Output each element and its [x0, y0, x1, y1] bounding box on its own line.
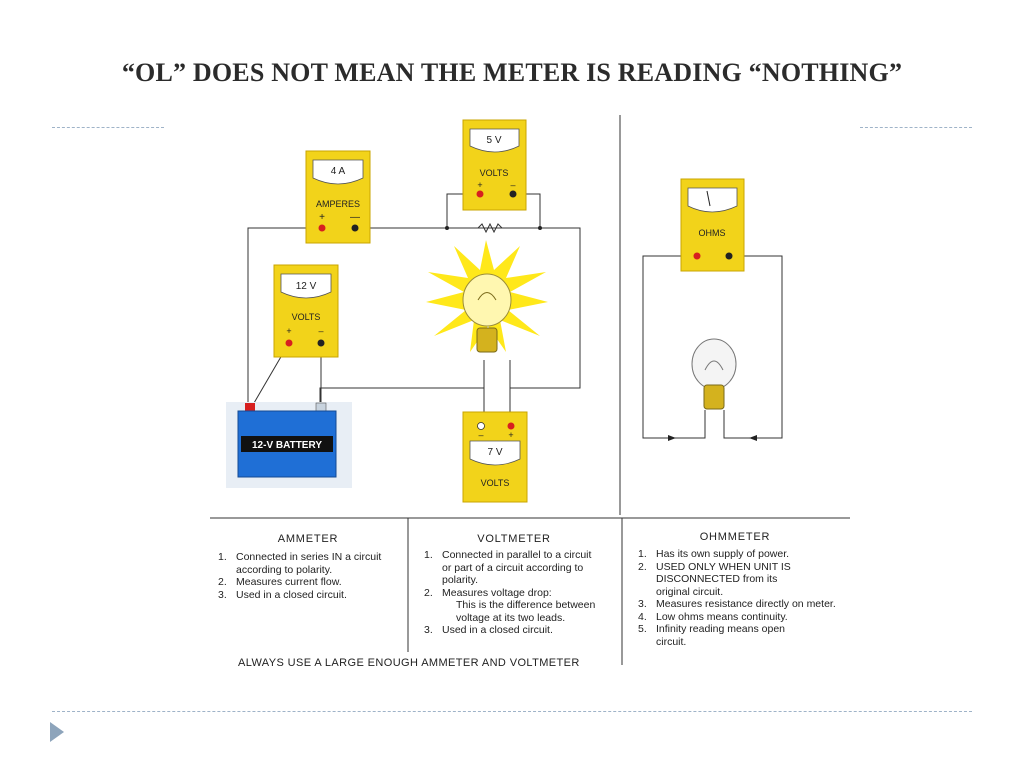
ohmmeter-negative-terminal [725, 252, 733, 260]
battery-label: 12-V BATTERY [252, 440, 322, 451]
battery-negative-post [315, 402, 327, 412]
table-rules [210, 517, 850, 665]
list-item-number: 3. [638, 598, 647, 610]
voltmeter-bottom-plus-label: + [508, 430, 513, 440]
voltmeter-battery-positive-terminal [285, 339, 293, 347]
list-item-number: 3. [218, 588, 227, 601]
ohmmeter-needle [706, 190, 711, 207]
ammeter-plus-label: + [319, 212, 325, 223]
voltmeter-battery-meter: 12 V VOLTS + – [273, 264, 339, 358]
list-item-line: Low ohms means continuity. [656, 610, 788, 623]
voltmeter-bottom-positive-terminal [507, 422, 515, 430]
battery: 12-V BATTERY [226, 402, 352, 488]
voltmeter-top-plus-label: + [477, 180, 482, 190]
ammeter-negative-terminal [351, 224, 359, 232]
voltmeter-top-positive-terminal [476, 190, 484, 198]
ammeter-meter: 4 A AMPERES + — [305, 150, 371, 244]
voltmeter-top-reading: 5 V [486, 135, 501, 146]
ohmmeter-label: OHMS [699, 228, 726, 238]
voltmeter-top-negative-terminal [509, 190, 517, 198]
voltmeter-battery-plus-label: + [286, 326, 291, 336]
slide-bullet-arrow-icon [50, 722, 64, 742]
ammeter-list-item: 2. Measures current flow. [218, 576, 403, 589]
list-item-subline: This is the difference between [456, 599, 596, 611]
list-item-line: circuit. [656, 635, 687, 648]
voltmeter-bottom-reading: 7 V [487, 447, 502, 458]
list-item-line: Used in a closed circuit. [236, 588, 347, 601]
list-item-line: polarity. [442, 574, 478, 586]
unlit-bulb-icon [691, 338, 737, 410]
voltmeter-heading: VOLTMETER [477, 533, 551, 545]
ohmmeter-positive-terminal [693, 252, 701, 260]
glowing-bulb-icon [426, 240, 548, 353]
ohmmeter-list-item: 1. Has its own supply of power. [638, 548, 858, 561]
voltmeter-battery-minus-label: – [318, 326, 323, 336]
list-item-line: Infinity reading means open [656, 623, 785, 635]
ohmmeter-heading: OHMMETER [699, 531, 771, 543]
voltmeter-battery-negative-terminal [317, 339, 325, 347]
voltmeter-bottom-negative-terminal [477, 422, 485, 430]
resistor-symbol [477, 222, 503, 234]
list-item-line: according to polarity. [236, 563, 333, 576]
footer-divider [52, 711, 972, 712]
list-item-line: Measures current flow. [236, 576, 342, 588]
list-item-line: original circuit. [656, 585, 724, 598]
ammeter-minus-label: — [350, 212, 360, 223]
list-item-subline: voltage at its two leads. [456, 611, 566, 624]
list-item-number: 2. [424, 586, 433, 599]
ohmmeter-wire-arrows [668, 435, 757, 441]
ohmmeter-list-item: 3. Measures resistance directly on meter. [638, 598, 858, 611]
ammeter-label: AMPERES [316, 199, 360, 209]
ohmmeter-list-item: 4. Low ohms means continuity. [638, 611, 858, 624]
voltmeter-battery-reading: 12 V [296, 281, 317, 292]
ammeter-reading: 4 A [331, 166, 346, 177]
junction-dots [445, 226, 542, 230]
list-item-line: Used in a closed circuit. [442, 624, 553, 636]
voltmeter-top-meter: 5 V VOLTS + – [462, 119, 527, 211]
list-item-number: 2. [218, 576, 227, 588]
list-item-line: Measures voltage drop: [442, 586, 552, 599]
header-divider-right [860, 127, 972, 128]
ohmmeter-wires [642, 255, 783, 439]
list-item-number: 1. [218, 551, 227, 563]
battery-positive-post [245, 403, 255, 411]
list-item-number: 1. [424, 549, 433, 561]
voltmeter-battery-label: VOLTS [292, 312, 321, 322]
table-footer-note: ALWAYS USE A LARGE ENOUGH AMMETER AND VO… [238, 657, 580, 669]
list-item-line: USED ONLY WHEN UNIT IS [656, 560, 791, 573]
ammeter-list-item: 3. Used in a closed circuit. [218, 589, 403, 602]
list-item-number: 1. [638, 548, 647, 560]
ammeter-heading: AMMETER [277, 533, 339, 545]
voltmeter-bottom-minus-label: – [478, 430, 483, 440]
list-item-line: Connected in parallel to a circuit [442, 549, 592, 561]
voltmeter-bottom-label: VOLTS [481, 478, 510, 488]
list-item-line: or part of a circuit according to [442, 561, 584, 574]
voltmeter-bottom-meter: – + 7 V VOLTS [462, 411, 528, 503]
ammeter-positive-terminal [318, 224, 326, 232]
list-item-number: 3. [424, 624, 433, 636]
voltmeter-top-label: VOLTS [480, 168, 509, 178]
slide-title: “OL” DOES NOT MEAN THE METER IS READING … [121, 58, 903, 87]
list-item-number: 5. [638, 623, 647, 635]
header-divider-left [52, 127, 164, 128]
list-item-line: DISCONNECTED from its [656, 573, 778, 585]
ohmmeter-list: 1. Has its own supply of power. 2. USED ONL… [638, 548, 858, 648]
voltmeter-list-item: 2. Measures voltage drop:This is the diff… [424, 587, 618, 625]
voltmeter-top-minus-label: – [510, 180, 515, 190]
voltmeter-list-item: 3. Used in a closed circuit. [424, 624, 618, 637]
list-item-number: 2. [638, 560, 647, 573]
list-item-line: Connected in series IN a circuit [236, 551, 382, 563]
ohmmeter-meter: OHMS [680, 178, 745, 272]
list-item-number: 4. [638, 610, 647, 623]
list-item-line: Has its own supply of power. [656, 548, 790, 560]
list-item-line: Measures resistance directly on meter. [656, 598, 836, 610]
